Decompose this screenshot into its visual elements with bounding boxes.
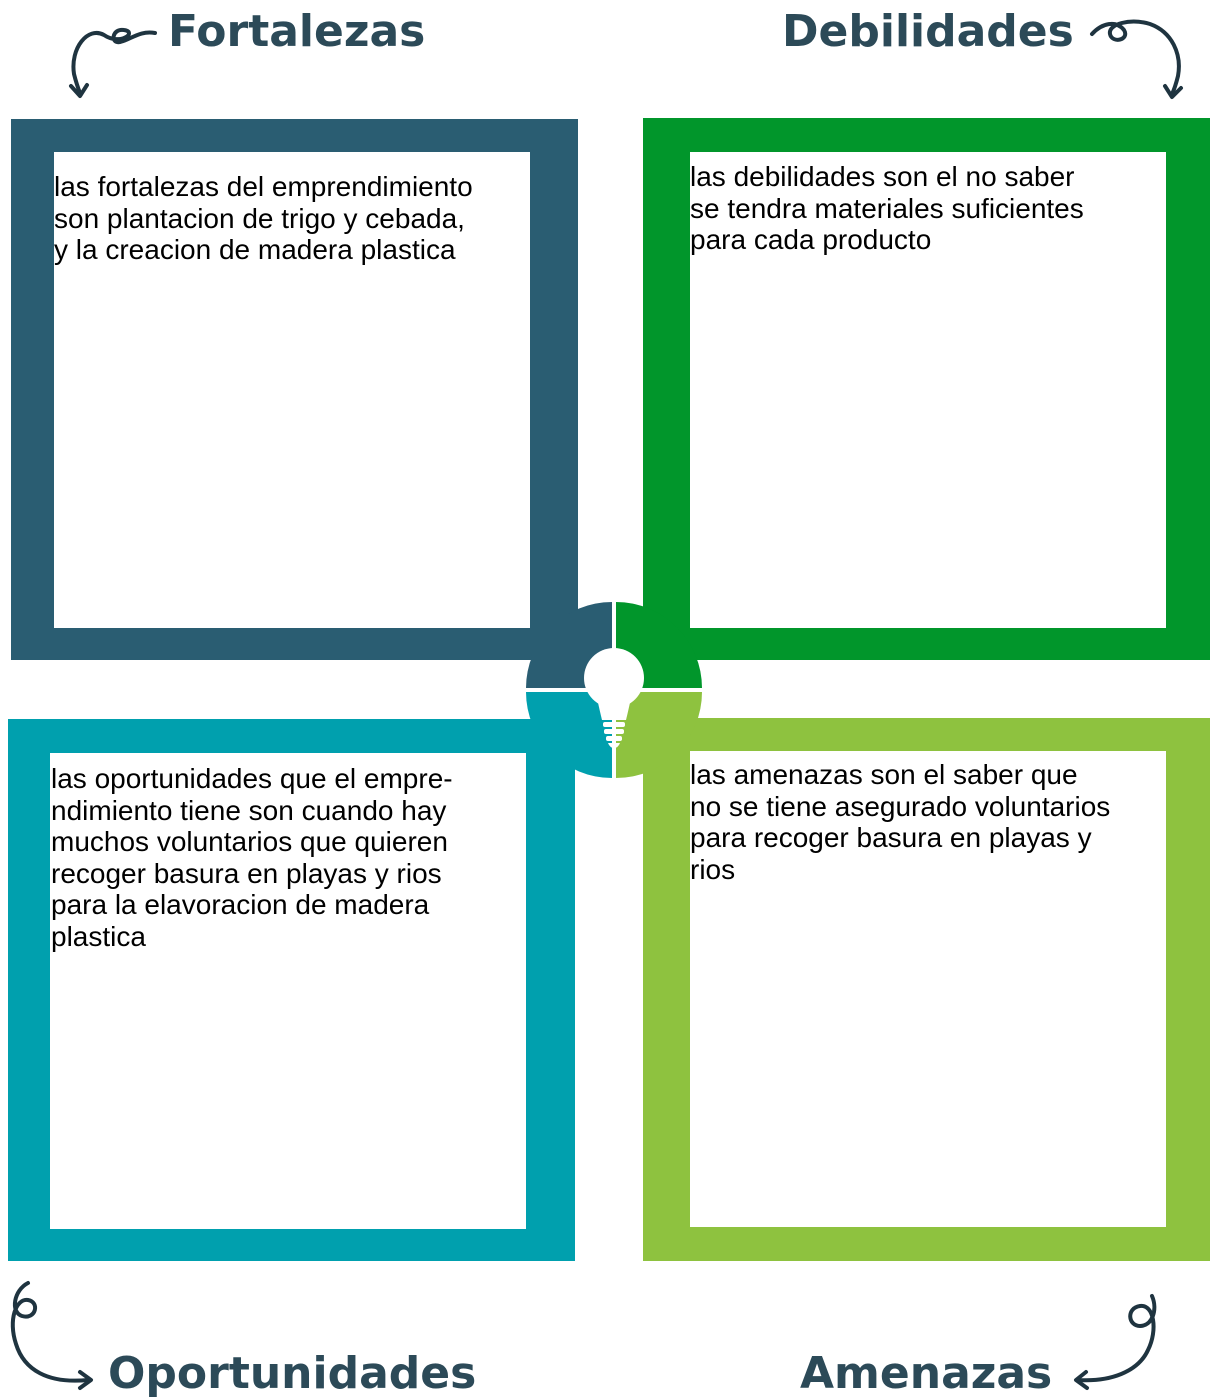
heading-strengths: Fortalezas: [168, 6, 426, 57]
curly-arrow-icon-opportunities: [10, 1281, 93, 1390]
strengths-text: las fortalezas del emprendimiento son pl…: [54, 171, 473, 265]
threats-box: las amenazas son el saber que no se tien…: [643, 718, 1210, 1261]
opportunities-box: las oportunidades que el empre- ndimient…: [8, 719, 575, 1261]
lightbulb-icon: [584, 648, 644, 748]
strengths-content-area: las fortalezas del emprendimiento son pl…: [54, 152, 530, 628]
weaknesses-content-area: las debilidades son el no saber se tendr…: [690, 152, 1166, 628]
heading-weaknesses: Debilidades: [782, 6, 1074, 57]
heading-opportunities: Oportunidades: [108, 1348, 477, 1399]
curly-arrow-icon-threats: [1074, 1294, 1157, 1390]
threats-text: las amenazas son el saber que no se tien…: [690, 759, 1111, 885]
heading-threats: Amenazas: [800, 1348, 1053, 1399]
curly-arrow-icon-strengths: [69, 27, 157, 98]
weaknesses-text: las debilidades son el no saber se tendr…: [690, 161, 1084, 255]
threats-content-area: las amenazas son el saber que no se tien…: [690, 751, 1166, 1227]
weaknesses-box: las debilidades son el no saber se tendr…: [643, 118, 1210, 660]
strengths-box: las fortalezas del emprendimiento son pl…: [11, 119, 578, 660]
curly-arrow-icon-weaknesses: [1090, 19, 1183, 99]
opportunities-content-area: las oportunidades que el empre- ndimient…: [50, 753, 526, 1229]
opportunities-text: las oportunidades que el empre- ndimient…: [51, 763, 453, 952]
